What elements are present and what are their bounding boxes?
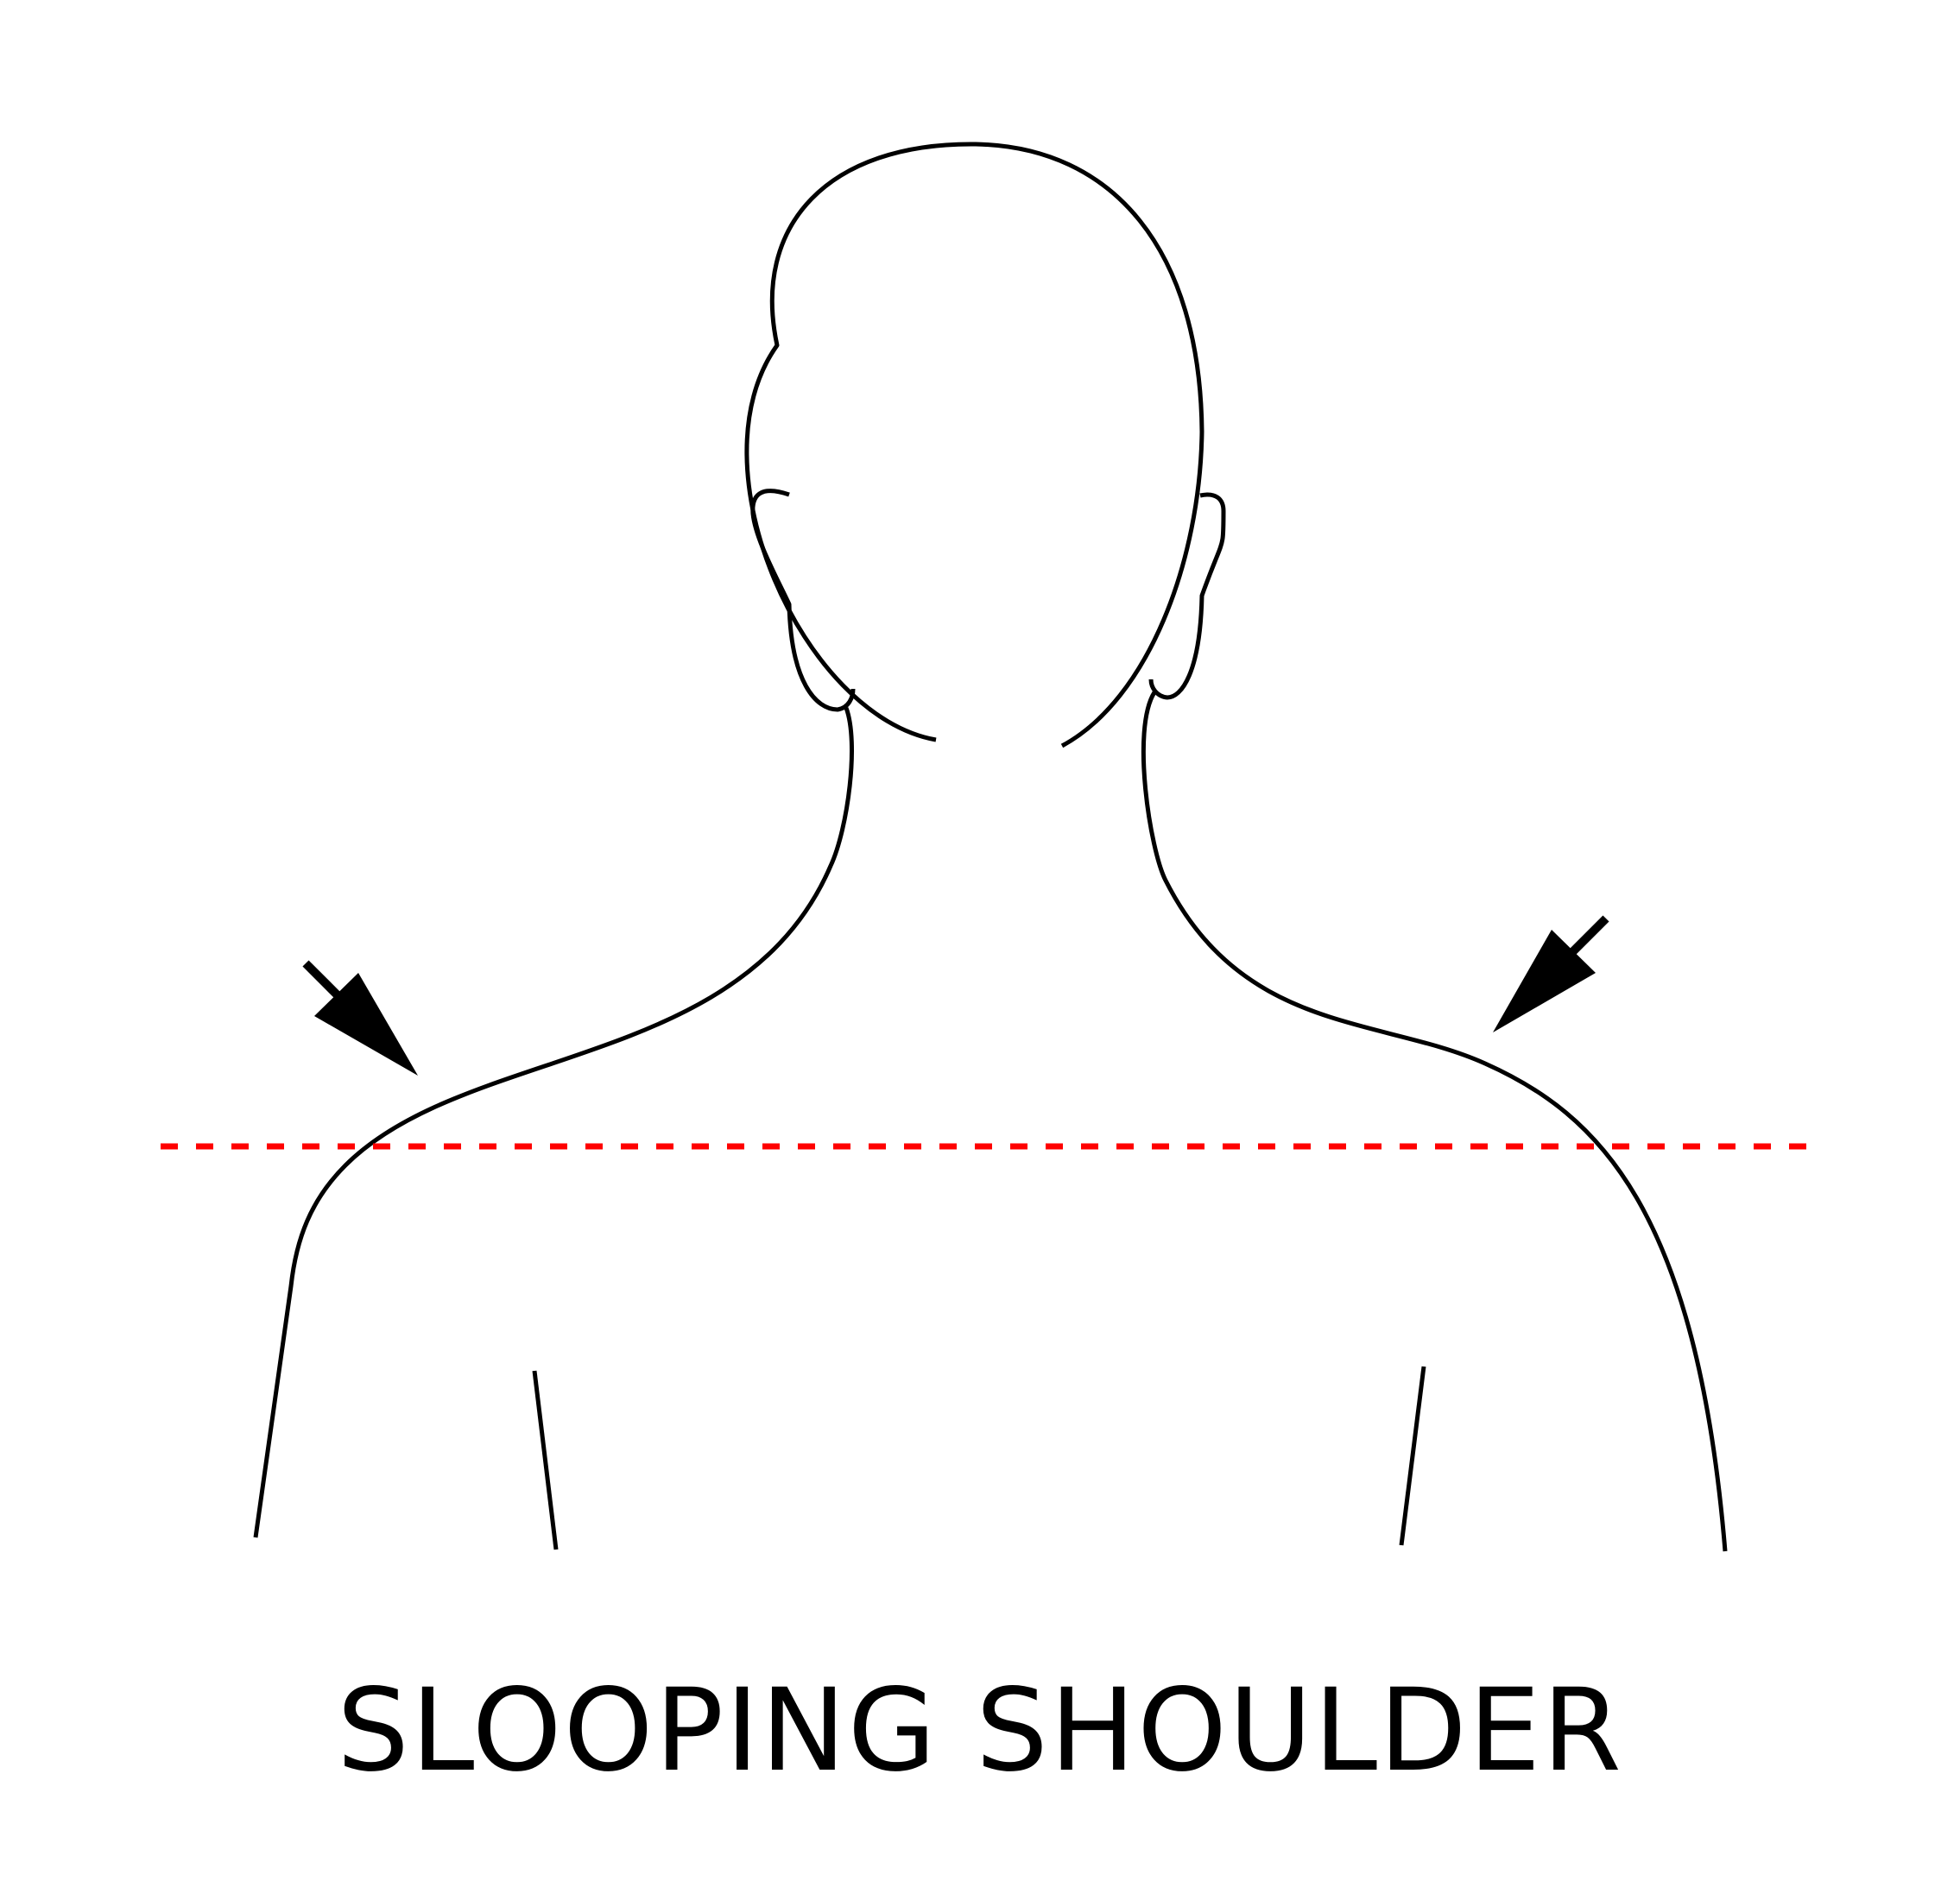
right-armpit-line: [1399, 1366, 1426, 1546]
arrow-down-left-icon: [1493, 915, 1609, 1032]
left-armpit-line: [532, 1370, 559, 1550]
arrow-down-right-icon: [302, 960, 418, 1076]
right-ear: [1148, 492, 1226, 700]
diagram-title: SLOOPING SHOULDER: [337, 1664, 1623, 1797]
left-ear: [750, 489, 856, 712]
left-shoulder-outline: [253, 707, 854, 1538]
right-shoulder-outline: [1141, 691, 1728, 1552]
head-outline: [744, 142, 1204, 748]
